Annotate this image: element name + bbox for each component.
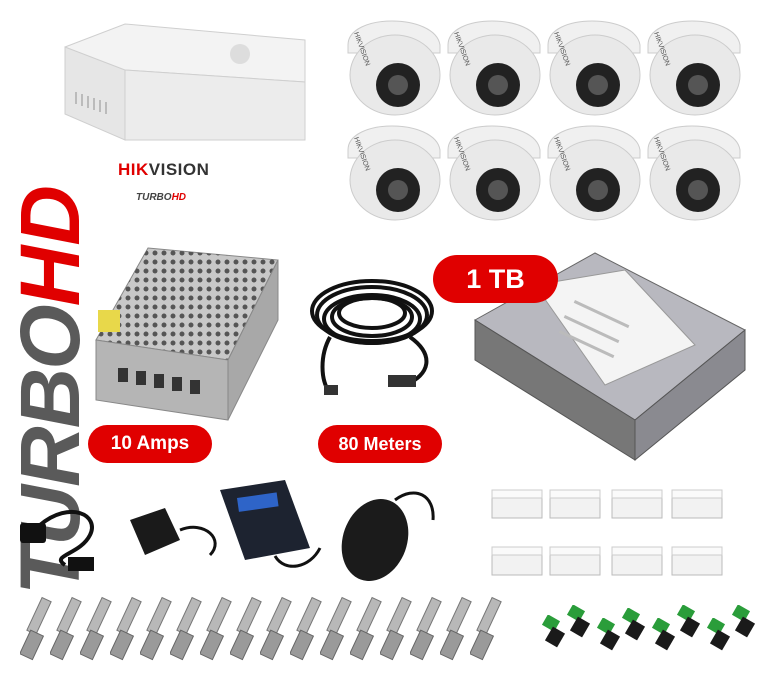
dvr-recorder: [64, 23, 306, 141]
dc-connector: [596, 618, 621, 651]
dome-camera: HIKVISION: [647, 20, 741, 116]
bnc-connector: [50, 596, 82, 661]
junction-box: [671, 546, 723, 576]
dc-connector: [731, 605, 756, 638]
logo-hd-text: HD: [3, 185, 97, 307]
junction-box: [491, 489, 543, 519]
turbohd-sublogo: TURBOHD: [136, 192, 186, 203]
power-adapter: [220, 480, 322, 568]
bnc-connector: [140, 596, 172, 661]
dome-camera: HIKVISION: [347, 20, 441, 116]
dc-connector: [541, 615, 566, 648]
bnc-connector: [350, 596, 382, 661]
junction-box: [671, 489, 723, 519]
bnc-connector: [320, 596, 352, 661]
dome-camera: HIKVISION: [447, 125, 541, 221]
bnc-connector: [110, 596, 142, 661]
dc-connector: [706, 618, 731, 651]
mouse: [341, 491, 435, 581]
brand-hik: HIK: [118, 160, 149, 179]
hikvision-brand: HIKVISION: [118, 160, 209, 180]
ac-adapter: [130, 508, 217, 557]
bnc-connector: [440, 596, 472, 661]
dome-camera: HIKVISION: [347, 125, 441, 221]
cable-length-badge: 80 Meters: [318, 425, 442, 463]
bnc-connector: [170, 596, 202, 661]
bnc-connector: [80, 596, 112, 661]
junction-box: [611, 546, 663, 576]
dc-connector: [676, 605, 701, 638]
bnc-connector: [470, 596, 502, 661]
bnc-power-cable: [310, 279, 434, 395]
power-supply: [95, 247, 279, 421]
dc-connector: [566, 605, 591, 638]
dome-camera: HIKVISION: [447, 20, 541, 116]
dome-camera: HIKVISION: [647, 125, 741, 221]
bnc-connector: [290, 596, 322, 661]
brand-vision: VISION: [148, 160, 210, 179]
dc-connector: [651, 618, 676, 651]
junction-box: [549, 489, 601, 519]
bnc-connector: [230, 596, 262, 661]
bnc-connector: [200, 596, 232, 661]
power-cord: [20, 509, 94, 571]
bnc-connector: [260, 596, 292, 661]
junction-box: [491, 546, 543, 576]
junction-box: [549, 546, 601, 576]
dc-connector: [621, 608, 646, 641]
sub-hd: HD: [171, 192, 187, 203]
amps-badge: 10 Amps: [88, 425, 212, 463]
dome-camera: HIKVISION: [547, 20, 641, 116]
dome-camera: HIKVISION: [547, 125, 641, 221]
bnc-connector: [380, 596, 412, 661]
capacity-badge: 1 TB: [433, 255, 558, 303]
bnc-connector: [410, 596, 442, 661]
bnc-connector: [20, 596, 52, 661]
junction-box: [611, 489, 663, 519]
sub-turbo: TURBO: [136, 192, 172, 203]
